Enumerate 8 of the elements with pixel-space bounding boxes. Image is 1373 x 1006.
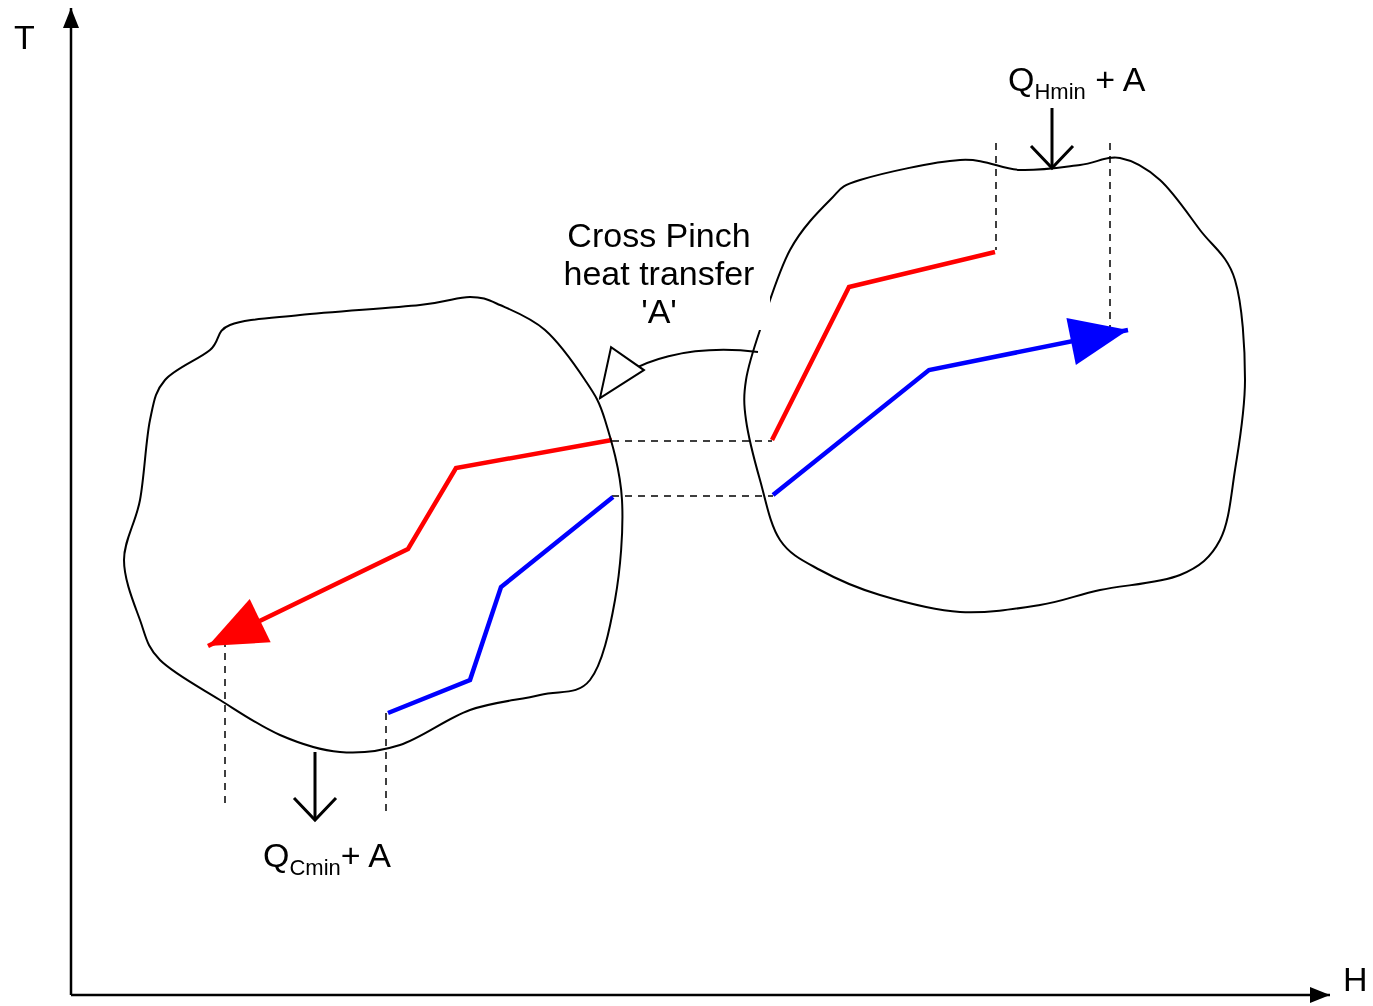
- heat-load-label: Q$_{Cmin}$+ A: [263, 836, 391, 874]
- axis-label: H: [1343, 960, 1368, 998]
- heat-input-arrow: [1029, 108, 1075, 170]
- heat-transfer-arrow: [599, 347, 759, 399]
- axis-label: T: [14, 18, 35, 56]
- heat-output-arrow: [292, 752, 338, 822]
- heat-load-label: Q$_{Hmin}$ + A: [1008, 60, 1146, 98]
- cloud-shape: [121, 294, 625, 755]
